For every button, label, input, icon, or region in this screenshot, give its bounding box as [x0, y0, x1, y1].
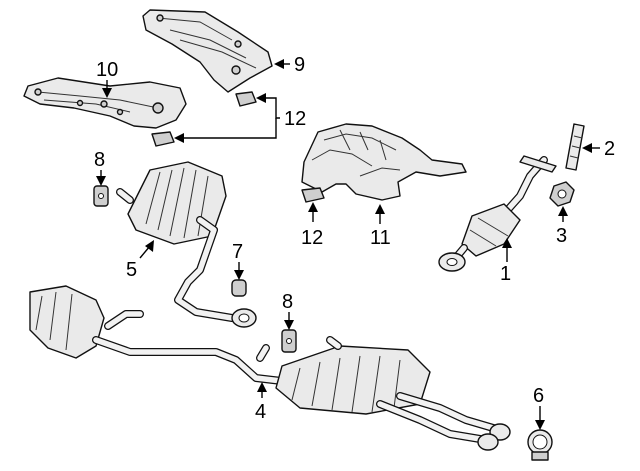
hanger-insulator-lower[interactable] [281, 329, 297, 353]
exhaust-stud[interactable] [565, 123, 585, 171]
callout-12-lower: 12 [301, 227, 323, 249]
callout-8-lower: 8 [282, 291, 293, 313]
heat-shield-upper[interactable] [142, 9, 273, 93]
callout-10: 10 [96, 59, 118, 81]
heat-shield-clip-upper[interactable] [151, 91, 257, 147]
heat-shield-clip-lower[interactable] [301, 187, 325, 203]
callout-7: 7 [232, 241, 243, 263]
resonator-assembly[interactable] [116, 161, 257, 328]
catalytic-converter[interactable] [438, 155, 557, 272]
callout-5: 5 [126, 259, 137, 281]
callout-11: 11 [370, 227, 391, 249]
exhaust-nut[interactable] [549, 181, 575, 207]
callout-12-upper: 12 [284, 108, 306, 130]
callout-6: 6 [533, 385, 544, 407]
callout-3: 3 [556, 225, 567, 247]
callout-8-upper: 8 [94, 149, 105, 171]
exhaust-pipe-muffler-assembly[interactable] [29, 285, 511, 451]
callout-9: 9 [294, 54, 305, 76]
heat-shield-center[interactable] [301, 123, 467, 201]
callout-1: 1 [500, 263, 511, 285]
heat-shield-left[interactable] [23, 77, 187, 129]
leader-lines [96, 59, 600, 430]
callout-2: 2 [604, 138, 615, 160]
callout-4: 4 [255, 401, 266, 423]
rubber-insulator[interactable] [231, 279, 247, 297]
hanger-insulator-upper[interactable] [93, 185, 109, 207]
callout-labels: 1 2 3 4 5 6 7 8 8 9 10 11 12 12 [94, 54, 615, 423]
exhaust-clamp[interactable] [527, 429, 553, 461]
